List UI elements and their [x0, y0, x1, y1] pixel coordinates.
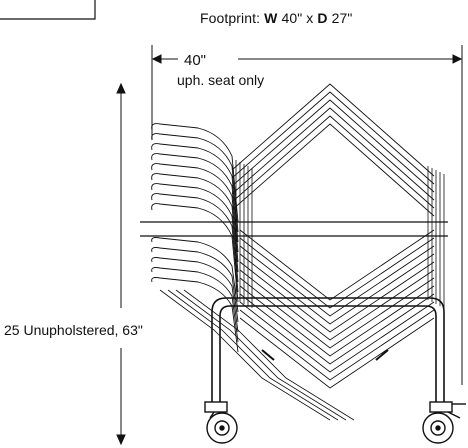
footprint-prefix: Footprint:: [200, 10, 265, 26]
chair-legs: [235, 160, 445, 308]
chair-backs-stack: [151, 123, 239, 353]
footprint-d-value: 27": [327, 10, 353, 26]
height-arrow-top: [116, 82, 126, 94]
caster-left: [204, 401, 238, 444]
width-arrow-right: [452, 54, 463, 64]
dolly-frame: [211, 297, 445, 402]
footprint-w-letter: W: [264, 10, 278, 26]
height-dimension-label: 25 Unupholstered, 63": [4, 322, 143, 338]
chair-seats-stack: [231, 83, 435, 389]
width-dimension-label: 40": [184, 52, 207, 69]
width-arrow-left: [151, 54, 162, 64]
footprint-caption: Footprint: W 40" x D 27": [200, 10, 460, 26]
footprint-w-value: 40" x: [277, 10, 318, 26]
lower-legs: [159, 289, 355, 421]
caster-right: [422, 401, 466, 444]
corner-box-fragment: [0, 0, 96, 20]
footprint-d-letter: D: [317, 10, 328, 26]
height-arrow-bottom: [116, 434, 126, 446]
width-dimension-note: uph. seat only: [177, 72, 265, 88]
